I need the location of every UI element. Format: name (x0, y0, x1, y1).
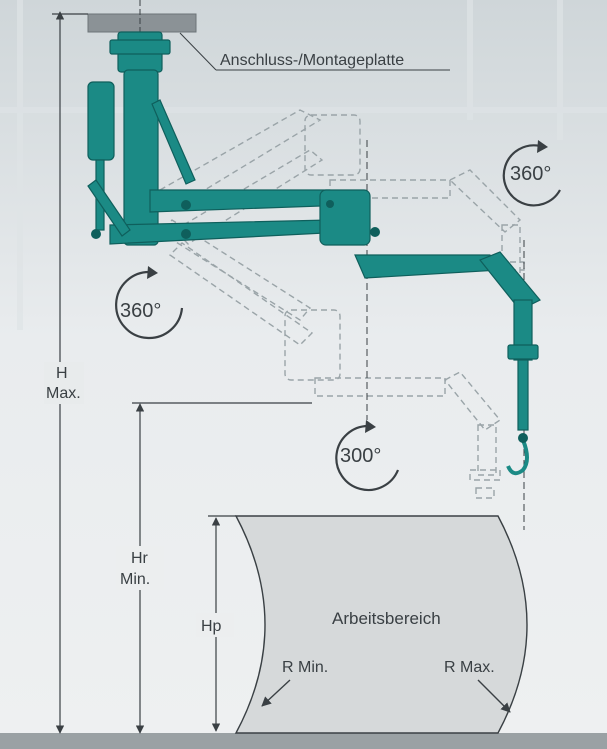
rotation-label-tool: 300° (340, 445, 381, 467)
hook-ring (518, 433, 528, 443)
manipulator-arm (87, 31, 541, 431)
dimension-hr-label-bg (116, 546, 164, 590)
dimension-h-label-bg (44, 362, 84, 404)
dimension-hr-label-line1: Hr (131, 550, 149, 567)
dimension-hp-label: Hp (201, 618, 222, 635)
dimension-h-label-line2: Max. (46, 385, 81, 402)
ghost-arm-lower (158, 219, 502, 499)
rotation-indicator-joint: 360° (502, 140, 561, 207)
floor (0, 733, 607, 749)
dimension-hp-label-bg (196, 613, 234, 637)
r-max-label: R Max. (444, 659, 495, 676)
mounting-plate-leader (179, 32, 217, 71)
dimension-h-label-line1: H (56, 365, 68, 382)
work-area (234, 515, 528, 734)
hook (506, 439, 529, 476)
arm-joints (91, 200, 380, 239)
r-max-arrow (477, 679, 511, 713)
rotation-indicator-tool: 300° (335, 420, 400, 492)
rotation-label-joint: 360° (510, 163, 551, 185)
rotation-indicator-column: 360° (115, 266, 184, 340)
dimension-hr-label-line2: Min. (120, 571, 150, 588)
mounting-plate-label: Anschluss-/Montageplatte (220, 52, 404, 69)
rotation-label-column: 360° (120, 300, 161, 322)
mounting-plate (87, 13, 197, 33)
r-min-label: R Min. (282, 659, 328, 676)
work-area-label: Arbeitsbereich (332, 609, 441, 628)
r-min-arrow (261, 679, 291, 707)
